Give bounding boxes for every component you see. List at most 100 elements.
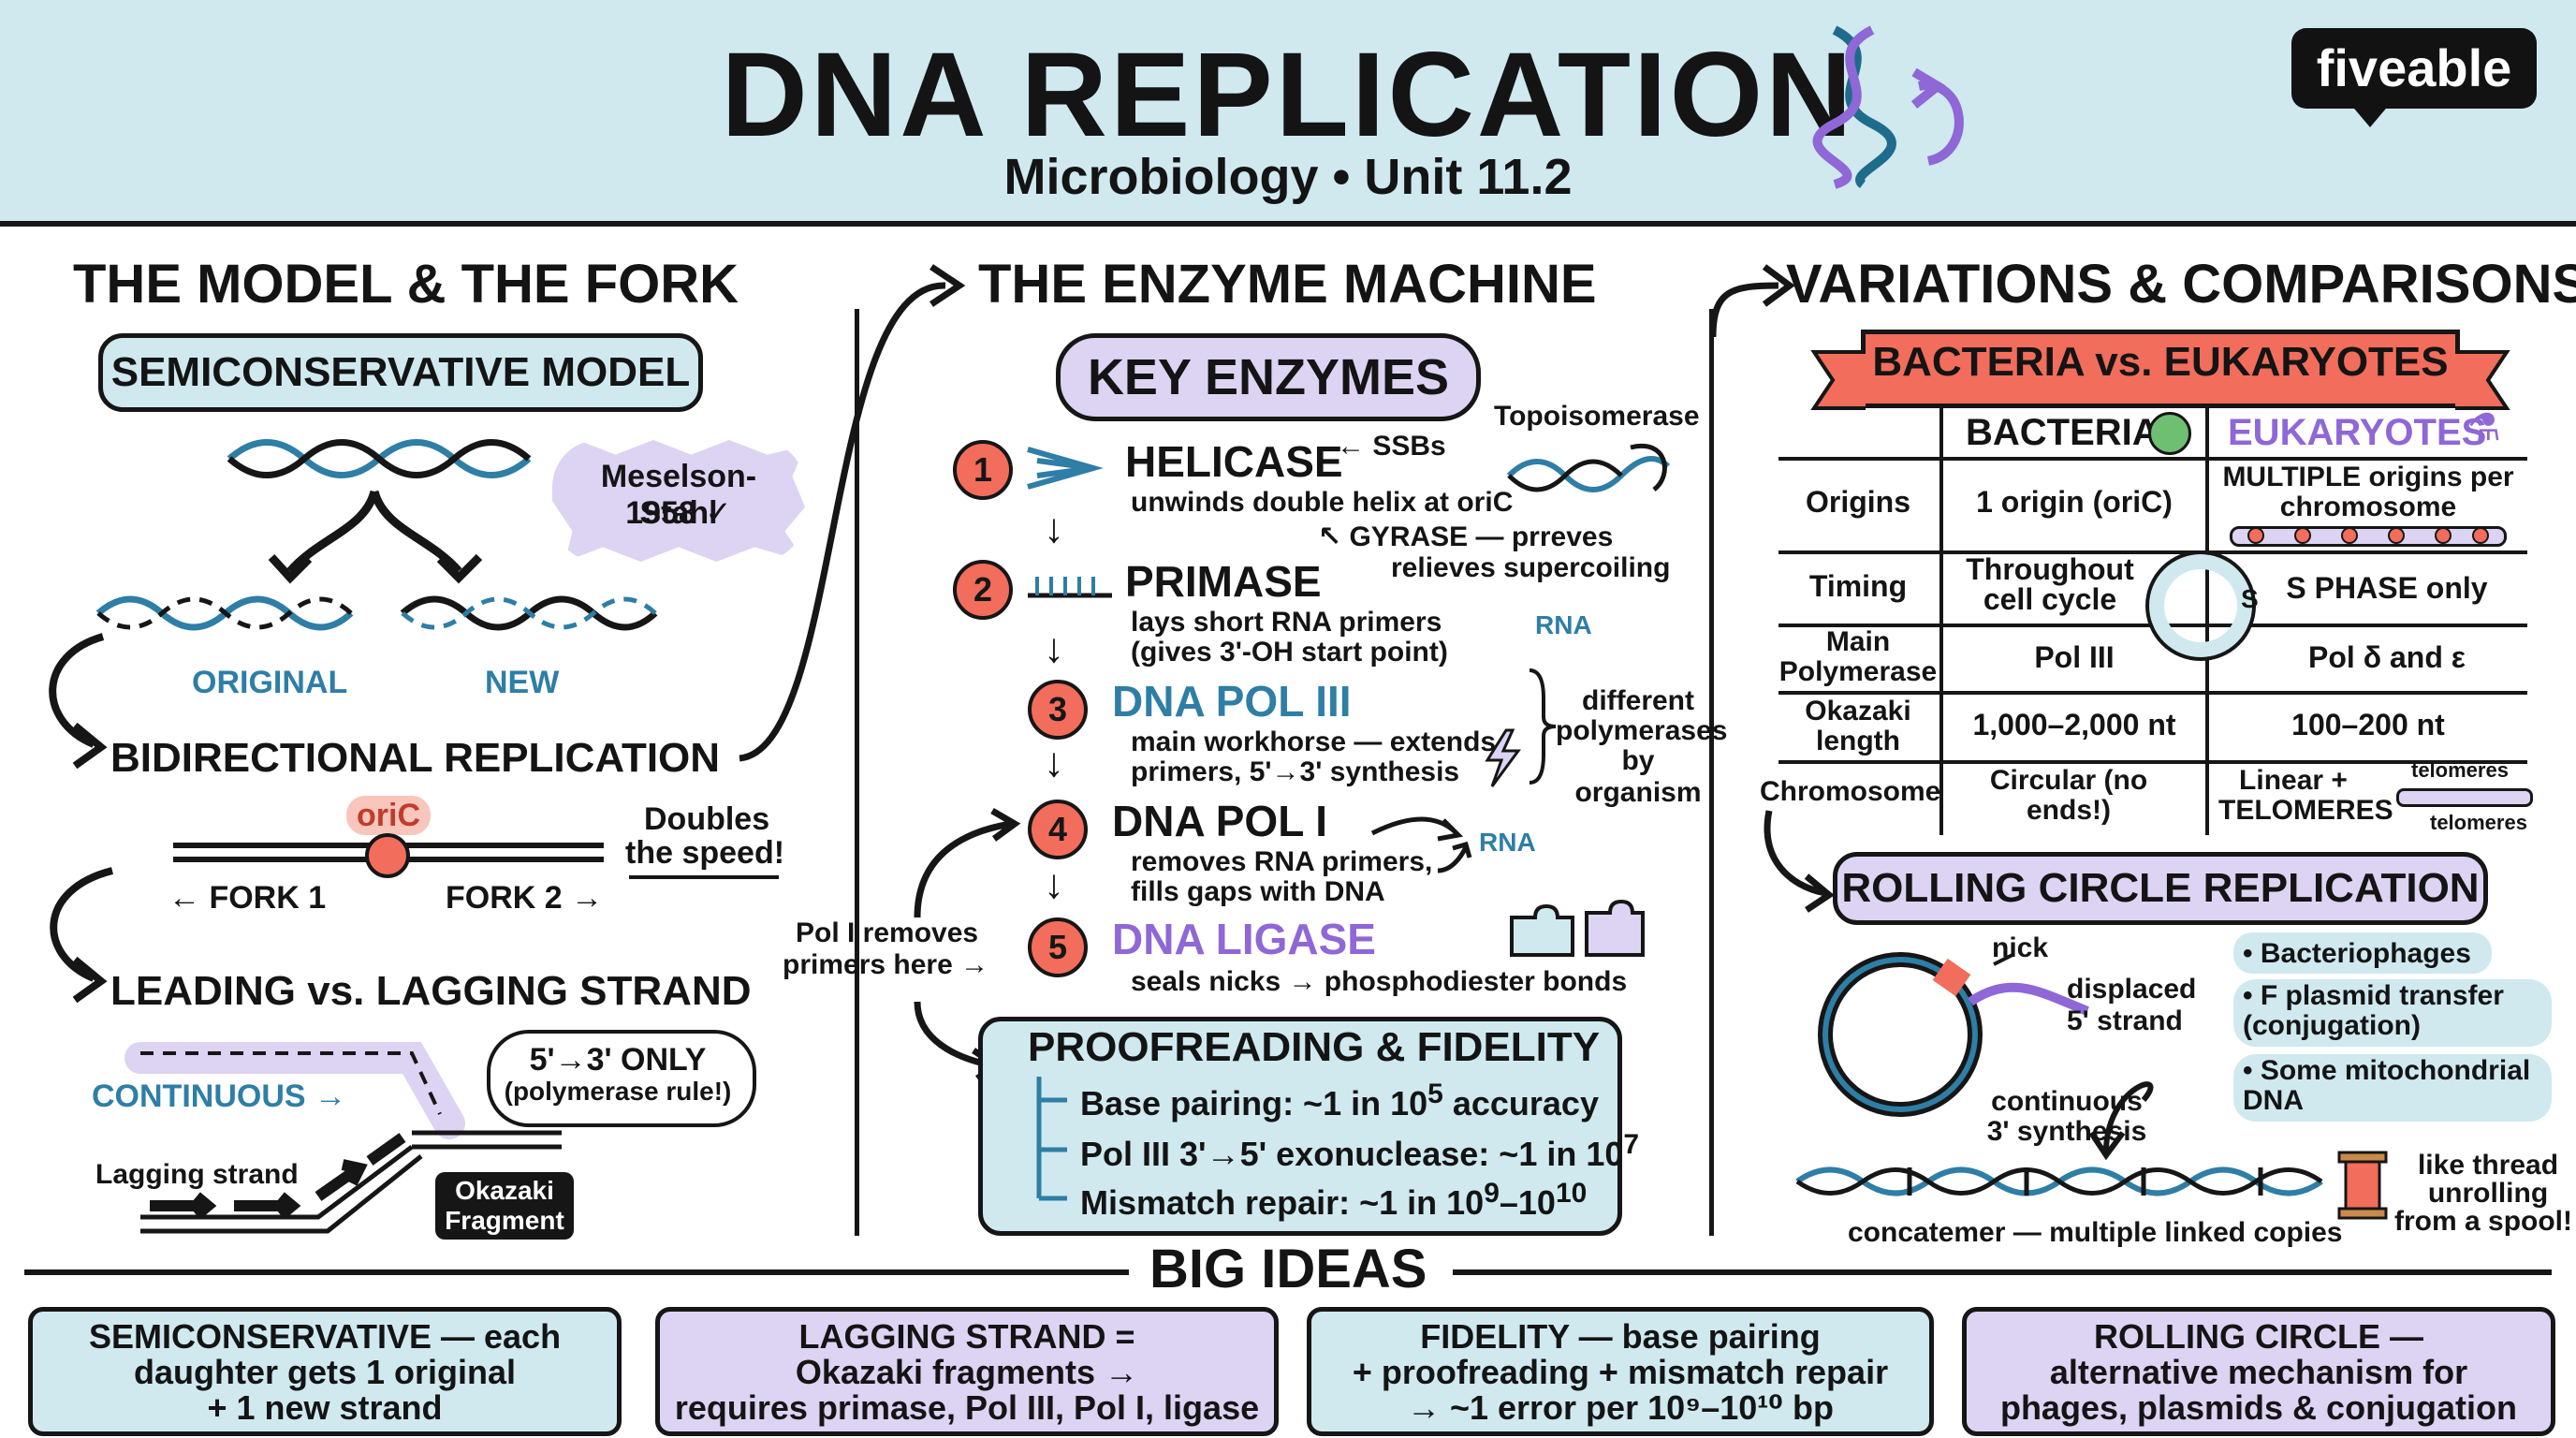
- enzyme-desc-4b: fills gaps with DNA: [1131, 876, 1385, 907]
- puzzle-icon: [1510, 899, 1645, 957]
- displaced-label: displaced: [2067, 974, 2197, 1005]
- rolling-circle-pill: ROLLING CIRCLE REPLICATION: [1833, 852, 2488, 925]
- daughter-dna-original: [95, 595, 354, 631]
- banner-label: BACTERIA vs. EUKARYOTES: [1872, 339, 2449, 385]
- enzyme-name-3: DNA POL III: [1112, 677, 1352, 726]
- enzyme-number-1: 1: [953, 440, 1013, 500]
- big-idea-1: SEMICONSERVATIVE — each daughter gets 1 …: [28, 1307, 622, 1436]
- row-label-polymerase: Main Polymerase: [1778, 626, 1938, 687]
- enzyme-name-5: DNA LIGASE: [1112, 915, 1376, 963]
- left-heading: THE MODEL & THE FORK: [73, 254, 739, 315]
- row-label-chromosome: Chromosome: [1760, 776, 1941, 807]
- proof-item-1: Base pairing: ~1 in 105 accuracy: [1080, 1078, 1599, 1123]
- bullet-3: • Some mitochondrial DNA: [2243, 1055, 2531, 1116]
- daughter-dna-new: [400, 595, 658, 631]
- meselson-year: 1958 ✓: [625, 495, 732, 531]
- enzyme-desc-4: removes RNA primers,: [1131, 846, 1433, 877]
- big-idea-1-line-2: daughter gets 1 original: [133, 1353, 517, 1391]
- doubles-underline: [629, 875, 779, 879]
- big-idea-4-line-3: phages, plasmids & conjugation: [1999, 1388, 2518, 1427]
- step-arrow-2: ↓: [1044, 625, 1064, 671]
- new-label: NEW: [485, 665, 560, 700]
- col-header-eukaryotes: EUKARYOTES: [2228, 412, 2487, 453]
- spool-icon: [2337, 1151, 2388, 1220]
- bullet-1: • Bacteriophages: [2243, 938, 2471, 969]
- big-idea-2-line-2: Okazaki fragments →: [795, 1353, 1139, 1391]
- cycle-s-label: S: [2241, 584, 2259, 613]
- big-idea-1-line-1: SEMICONSERVATIVE — each: [88, 1317, 562, 1356]
- gyrase-sublabel: relieves supercoiling: [1391, 552, 1671, 583]
- rule-label: 5'→3' ONLY: [529, 1042, 707, 1078]
- primase-icon: [1028, 577, 1112, 598]
- thread-label-3: from a spool!: [2394, 1206, 2573, 1237]
- page-subtitle: Microbiology • Unit 11.2: [1003, 149, 1573, 205]
- banner-tails: [1810, 350, 2510, 410]
- row-label-okazaki: Okazaki length: [1805, 696, 1911, 756]
- row-euk-timing: S PHASE only: [2286, 571, 2488, 605]
- microscope-icon: ⚗: [2467, 407, 2501, 448]
- row-euk-origins: MULTIPLE origins per chromosome: [2222, 462, 2514, 522]
- comparison-banner: [1861, 330, 2460, 408]
- okazaki-label: Okazaki: [455, 1176, 554, 1205]
- rna-label-a: RNA: [1535, 610, 1592, 639]
- okazaki-box: [435, 1172, 574, 1240]
- row-bact-okazaki: 1,000–2,000 nt: [1972, 708, 2176, 741]
- pol1-arrow: [1370, 816, 1472, 873]
- row-euk-polymerase: Pol δ and ε: [2308, 640, 2466, 674]
- enzyme-number-5: 5: [1028, 917, 1088, 977]
- enzyme-desc-5: seals nicks → phosphodiester bonds: [1131, 966, 1628, 997]
- row-bact-chromosome: Circular (no ends!): [1989, 765, 2148, 826]
- bullet-bg-3: [2233, 1054, 2552, 1122]
- proof-tree-lines: [1036, 1077, 1067, 1201]
- leading-heading: LEADING vs. LAGGING STRAND: [110, 968, 752, 1014]
- row-euk-chromosome: Linear + TELOMERES: [2218, 765, 2393, 826]
- middle-heading: THE ENZYME MACHINE: [978, 254, 1597, 315]
- big-idea-1-line-3: + 1 new strand: [207, 1388, 443, 1427]
- page-title: DNA REPLICATION: [721, 28, 1855, 162]
- enzyme-number-3: 3: [1028, 680, 1088, 740]
- big-idea-2: LAGGING STRAND = Okazaki fragments → req…: [655, 1307, 1279, 1436]
- step-arrow-4: ↓: [1044, 861, 1064, 907]
- continuous-synth-label-2: 3' synthesis: [1986, 1116, 2147, 1147]
- bullet-2: • F plasmid transfer (conjugation): [2243, 980, 2504, 1041]
- continuous-synth-label: continuous: [1991, 1086, 2143, 1117]
- curve-arrow-1: [49, 633, 108, 770]
- bullet-bg-2: [2233, 979, 2552, 1047]
- table-hline-4: [1778, 760, 2527, 764]
- divider-left: [855, 309, 859, 1236]
- topoisomerase-label: Topoisomerase: [1494, 401, 1700, 432]
- bullet-bg-1: [2233, 932, 2492, 974]
- enzyme-number-4: 4: [1028, 800, 1088, 859]
- row-bact-origins: 1 origin (oriC): [1976, 485, 2173, 519]
- proofreading-title: PROOFREADING & FIDELITY: [1028, 1024, 1601, 1070]
- lightning-icon: [1485, 728, 1521, 787]
- meselson-burst: [552, 440, 805, 562]
- header-band: [0, 0, 2576, 227]
- dna-helix-icon: [1812, 25, 1964, 189]
- big-ideas-heading: BIG IDEAS: [1149, 1239, 1427, 1299]
- proofreading-box: [978, 1017, 1622, 1236]
- key-enzymes-pill: KEY ENZYMES: [1056, 333, 1481, 421]
- enzyme-desc-2: lays short RNA primers: [1131, 607, 1442, 638]
- displaced-label-2: 5' strand: [2067, 1005, 2183, 1036]
- original-label: ORIGINAL: [192, 665, 348, 700]
- enzyme-desc-2b: (gives 3'-OH start point): [1131, 637, 1448, 668]
- pol1-note-2: primers here →: [783, 949, 989, 980]
- different-label-2: polymerases: [1556, 715, 1728, 746]
- fork1-label: ← FORK 1: [168, 880, 327, 916]
- big-idea-2-line-1: LAGGING STRAND =: [798, 1317, 1135, 1356]
- concatemer-label: concatemer — multiple linked copies: [1848, 1217, 2343, 1248]
- fiveable-logo[interactable]: fiveable: [2291, 28, 2537, 109]
- helicase-icon: [1027, 447, 1104, 490]
- big-idea-4-line-1: ROLLING CIRCLE —: [2094, 1317, 2423, 1356]
- bidirectional-heading: BIDIRECTIONAL REPLICATION: [110, 735, 721, 781]
- different-label-3: by organism: [1574, 745, 1702, 808]
- telomeres-label-a: telomeres: [2411, 758, 2509, 782]
- big-idea-3-line-2: + proofreading + mismatch repair: [1352, 1353, 1889, 1391]
- big-idea-3-line-3: → ~1 error per 10⁹–10¹⁰ bp: [1406, 1388, 1835, 1427]
- table-hline-3: [1778, 691, 2527, 695]
- linear-chromosome-bar: [2396, 788, 2533, 807]
- table-hline-1: [1778, 550, 2527, 554]
- big-idea-4: ROLLING CIRCLE — alternative mechanism f…: [1962, 1307, 2555, 1436]
